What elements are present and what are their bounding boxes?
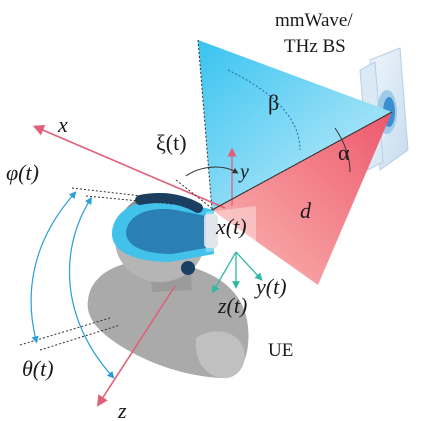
red-beam-cone <box>212 112 392 285</box>
distance-label: d <box>300 198 312 223</box>
alpha-arc <box>334 127 351 173</box>
xi-arc <box>185 166 239 177</box>
y-t-label: y(t) <box>254 274 287 299</box>
theta-arc <box>68 196 115 379</box>
head-plane <box>206 206 256 252</box>
beta-arc <box>227 69 301 151</box>
beta-label: β <box>268 90 279 115</box>
alpha-label: α <box>338 140 350 165</box>
ue-label: UE <box>268 340 293 361</box>
blue-beam-cone <box>198 40 392 210</box>
x-axis-line <box>32 125 226 209</box>
bs-label-line1: mmWave/ <box>275 10 353 31</box>
x-axis-label: x <box>57 112 68 137</box>
xi-label: ξ(t) <box>156 130 187 155</box>
z-axis-line <box>96 285 176 407</box>
theta-label: θ(t) <box>22 356 54 381</box>
beam-dotted-edges <box>197 39 393 211</box>
z-axis-label: z <box>117 398 127 421</box>
vr-headset <box>112 193 218 275</box>
z-t-label: z(t) <box>217 293 247 318</box>
y-axis-label: y <box>238 161 249 183</box>
distance-line <box>211 111 393 211</box>
phi-arc <box>30 191 77 344</box>
local-axes <box>212 251 263 294</box>
user-shoulder <box>195 331 245 379</box>
x-t-label: x(t) <box>215 214 247 239</box>
phi-label: φ(t) <box>6 160 39 185</box>
bs-label-line2: THz BS <box>284 36 346 57</box>
